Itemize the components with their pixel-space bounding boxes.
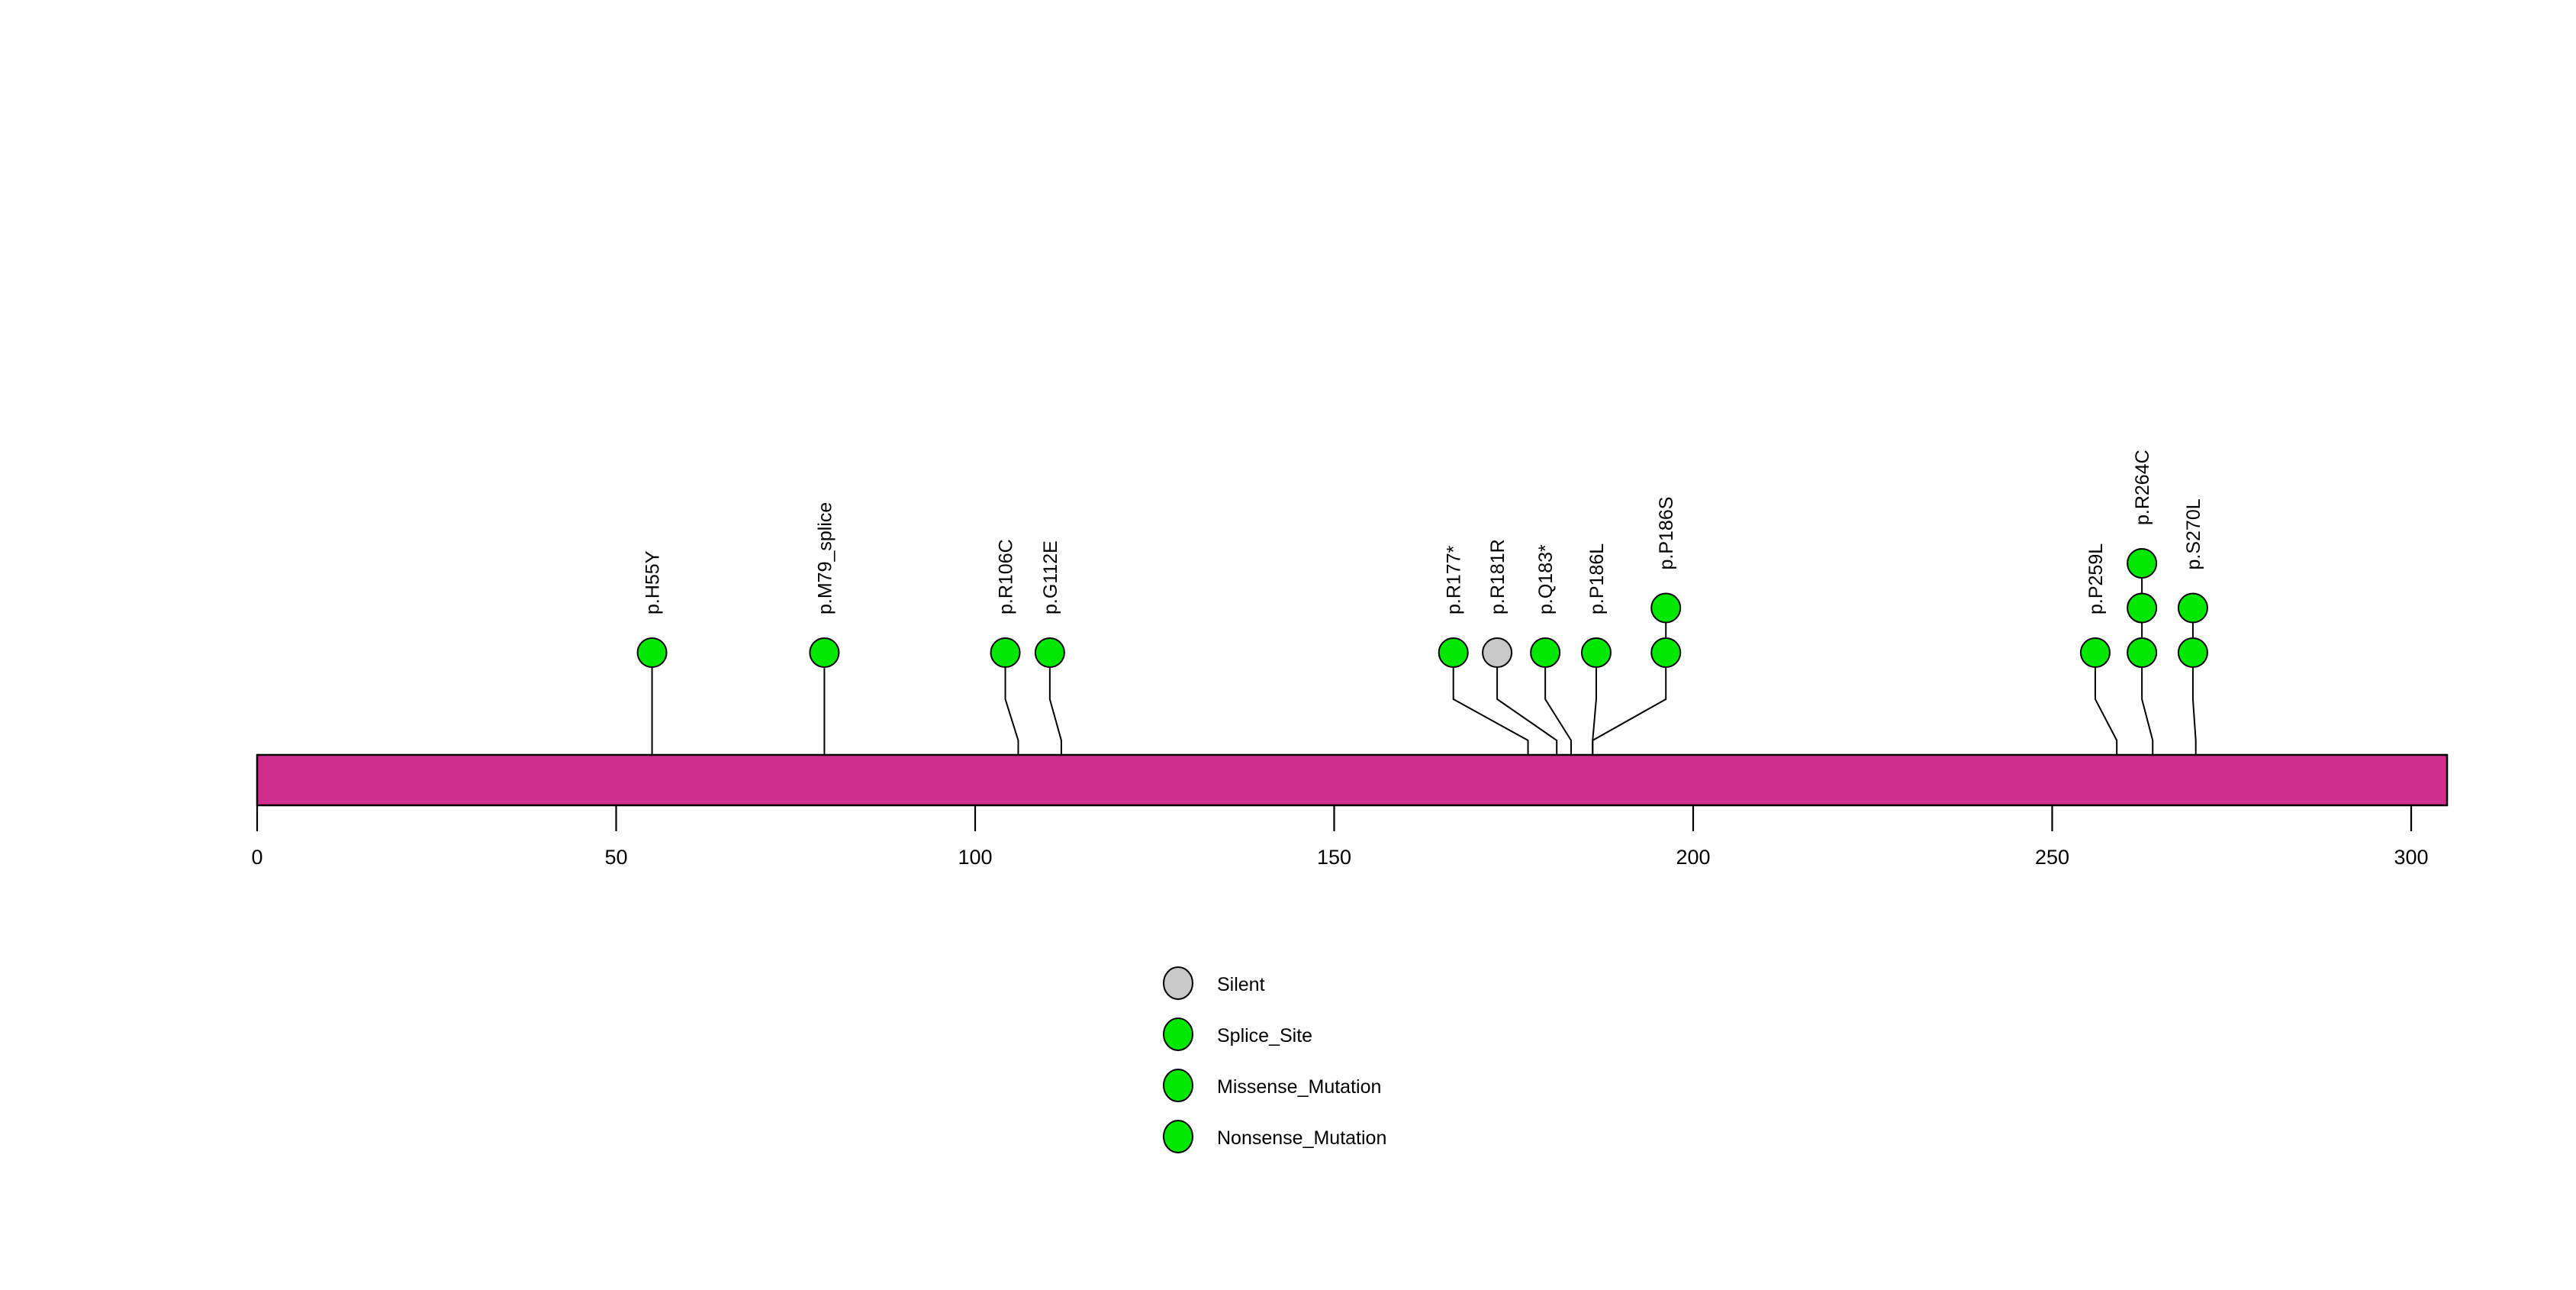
- mutation-labels-group: p.H55Y p.M79_splice p.R106C p.G112E p.R177* p…: [642, 450, 2204, 614]
- mutation-dot[interactable]: [2177, 637, 2208, 668]
- legend-label: Missense_Mutation: [1217, 1076, 1381, 1098]
- mutation-dot[interactable]: [1034, 637, 1065, 668]
- mutation-label: p.H55Y: [642, 550, 664, 614]
- protein-domain-group: [256, 753, 2449, 807]
- mutation-dot[interactable]: [1650, 637, 1682, 668]
- x-axis-tick-label: 150: [1317, 846, 1351, 869]
- mutation-label: p.Q183*: [1535, 544, 1557, 614]
- mutation-dot[interactable]: [2079, 637, 2111, 668]
- mutation-dot[interactable]: [990, 637, 1021, 668]
- mutation-dot[interactable]: [2127, 548, 2158, 579]
- mutation-label: p.R177*: [1444, 545, 1465, 614]
- mutation-label: p.G112E: [1040, 540, 1061, 614]
- mutation-label: p.P186L: [1586, 543, 1608, 614]
- mutation-label: p.P259L: [2085, 543, 2107, 614]
- legend-swatch: [1163, 1069, 1193, 1102]
- mutation-dot[interactable]: [2127, 637, 2158, 668]
- x-axis-tick-label: 50: [604, 846, 627, 869]
- x-axis-tick-label: 0: [251, 846, 262, 869]
- x-axis-tick-label: 200: [1676, 846, 1710, 869]
- mutation-label: p.M79_splice: [814, 502, 836, 614]
- mutation-dot[interactable]: [1650, 592, 1682, 624]
- legend-label: Nonsense_Mutation: [1217, 1127, 1386, 1149]
- legend-swatch: [1163, 1017, 1193, 1051]
- mutation-dot[interactable]: [2127, 592, 2158, 624]
- x-axis-tick-label: 250: [2035, 846, 2069, 869]
- mutation-dot[interactable]: [1482, 637, 1513, 668]
- x-axis-tick-label: 300: [2394, 846, 2428, 869]
- legend-swatch: [1163, 966, 1193, 1000]
- x-axis-group: 0 50 100 150 200 250 300: [251, 805, 2448, 869]
- mutation-dots-group: [636, 548, 2208, 668]
- mutation-label: p.S270L: [2183, 498, 2204, 569]
- mutation-dot[interactable]: [1530, 637, 1561, 668]
- mutation-label: p.R264C: [2132, 450, 2153, 525]
- legend-swatch: [1163, 1120, 1193, 1153]
- legend-group: SilentSplice_SiteMissense_MutationNonsen…: [1163, 966, 1386, 1153]
- mutation-dot[interactable]: [2177, 592, 2208, 624]
- legend-label: Silent: [1217, 974, 1265, 995]
- mutation-label: p.P186S: [1656, 497, 1677, 570]
- mutation-dot[interactable]: [636, 637, 668, 668]
- mutation-dot[interactable]: [1580, 637, 1612, 668]
- legend-label: Splice_Site: [1217, 1025, 1312, 1047]
- x-axis-tick-label: 100: [958, 846, 992, 869]
- mutation-label: p.R106C: [996, 539, 1017, 614]
- mutation-dot[interactable]: [1438, 637, 1469, 668]
- mutation-dot[interactable]: [809, 637, 840, 668]
- mutation-label: p.R181R: [1487, 539, 1509, 614]
- protein-backbone-bar: [256, 753, 2449, 807]
